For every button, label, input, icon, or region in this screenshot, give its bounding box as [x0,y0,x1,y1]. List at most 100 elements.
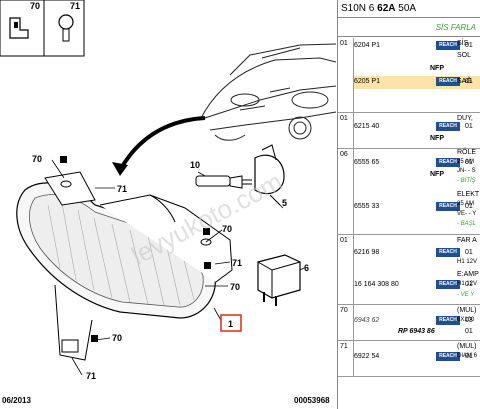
ref-code: 62A [377,3,396,14]
screw-box [43,0,85,57]
description: ELEKT [457,191,480,198]
quantity: 01 [465,42,473,49]
reference-header: S10N 6 62A 50A [338,0,480,18]
reach-badge: REACH [436,316,460,325]
part-number: 6943 62 [354,317,380,324]
group-number: 71 [340,343,348,350]
description-line: 25 AM [457,201,475,207]
car-sketch [199,43,336,141]
callout-5[interactable]: 5 [282,198,287,208]
list-item[interactable]: 6555 65 REACH 01 [354,157,480,170]
description: (MUL) [457,307,477,314]
fog-lamp [16,171,233,361]
quantity: 01 [465,328,473,335]
reach-badge: REACH [436,352,460,361]
reach-badge: REACH [436,280,460,289]
group-socket: 01 6215 40 REACH 01 DUY, NFP [338,113,480,149]
group-number: 01 [340,40,348,47]
list-item[interactable]: 6216 98 REACH 01 [354,247,480,260]
quantity: 03 [465,317,473,324]
parts-diagram: 70 71 [0,0,336,405]
callout-71-a[interactable]: 71 [117,184,127,194]
description-line: H1 12V [457,281,478,287]
list-item[interactable]: 6922 54 REACH 01 [354,351,480,364]
description-line: DIAM 6 [457,353,478,359]
group-nut: 71 (MUL) 6922 54 REACH 01 DIAM 6 [338,341,480,377]
group-bulb: 01 FAR A 6216 98 REACH 01 H1 12V E:AMP 1… [338,235,480,305]
description-line: H1 12V [457,259,478,265]
list-item[interactable]: 6555 33 REACH 01 [354,201,480,214]
list-item[interactable]: 6943 62 REACH 03 [354,315,480,328]
quantity: 01 [465,203,473,210]
relay [257,254,301,306]
callout-71-c[interactable]: 71 [86,371,96,381]
part-number: 16 164 308 80 [354,281,399,288]
description-line: VE- - Y [457,211,477,217]
footer-date: 06/2013 [2,396,31,405]
list-item[interactable]: 6204 P1 REACH 01 [354,40,480,53]
ref-suffix: 50A [398,3,417,14]
callout-71-box[interactable]: 71 [70,1,80,11]
list-item[interactable]: 16 164 308 80 REACH 01 [354,279,480,292]
list-item[interactable]: 6215 40 REACH 01 [354,121,480,134]
group-relay: 06 6555 65 REACH 01 RÖLE 25 AM JN- - S N… [338,149,480,235]
description-line: - VE Y [457,292,475,298]
group-number: 01 [340,115,348,122]
group-number: 70 [340,307,348,314]
ref-prefix: S10N 6 [341,3,375,14]
callout-70-a[interactable]: 70 [32,154,42,164]
description-line: SOL [457,52,472,59]
description: SAĞ [457,78,472,85]
description: DUY, [457,115,473,122]
footer-doc-number: 00053968 [294,396,330,405]
group-screw: 70 (MUL) 6943 62 REACH 03 6X100 RP 6943 … [338,305,480,341]
callout-10[interactable]: 10 [190,160,200,170]
nfp-label: NFP [430,65,444,72]
reach-badge: REACH [436,202,460,211]
part-number: 6215 40 [354,123,380,130]
description: (MUL) [457,343,477,350]
group-number: 01 [340,237,348,244]
description-line: - BAŞL [457,221,477,227]
description: FAR A [457,237,477,244]
quantity: 01 [465,78,473,85]
part-number: 6216 98 [354,249,380,256]
quantity: 01 [465,353,473,360]
callout-70-box[interactable]: 70 [30,1,40,11]
part-number: 6555 33 [354,203,380,210]
part-number: 6555 65 [354,159,380,166]
selected-callout-box[interactable] [220,314,242,332]
callout-6[interactable]: 6 [304,263,309,273]
quantity: 01 [465,281,473,288]
callout-1[interactable]: 1 [228,319,233,329]
description-line: 6X100 [457,317,475,323]
description-line: JN- - S [457,168,476,174]
parts-list: S10N 6 62A 50A SİS FARLA 01 6204 P1 REAC… [337,0,480,409]
group-lamp: 01 6204 P1 REACH 01 SİS SOL NFP 6205 P1 … [338,38,480,113]
description-line: - BİTİŞ [457,178,476,184]
callout-70-c[interactable]: 70 [230,282,240,292]
description: SİS [457,40,469,47]
description: E:AMP [457,271,479,278]
callout-70-b[interactable]: 70 [222,224,232,234]
quantity: 01 [465,159,473,166]
nfp-label: NFP [430,135,444,142]
reach-badge: REACH [436,41,460,50]
part-number: 6922 54 [354,353,380,360]
part-number: 6205 P1 [354,78,381,85]
group-number: 06 [340,151,348,158]
bulb [195,175,252,189]
reach-badge: REACH [436,77,460,86]
part-number: 6204 P1 [354,42,381,49]
list-item-selected[interactable]: 6205 P1 REACH 01 [354,76,480,89]
reach-badge: REACH [436,122,460,131]
replacement-part[interactable]: RP 6943 86 [398,328,435,335]
quantity: 01 [465,249,473,256]
reach-badge: REACH [436,248,460,257]
description-line: 25 AM [457,159,475,165]
callout-70-d[interactable]: 70 [112,333,122,343]
callout-71-b[interactable]: 71 [232,258,242,268]
section-title: SİS FARLA [338,18,480,37]
reach-badge: REACH [436,158,460,167]
description: RÖLE [457,149,477,156]
